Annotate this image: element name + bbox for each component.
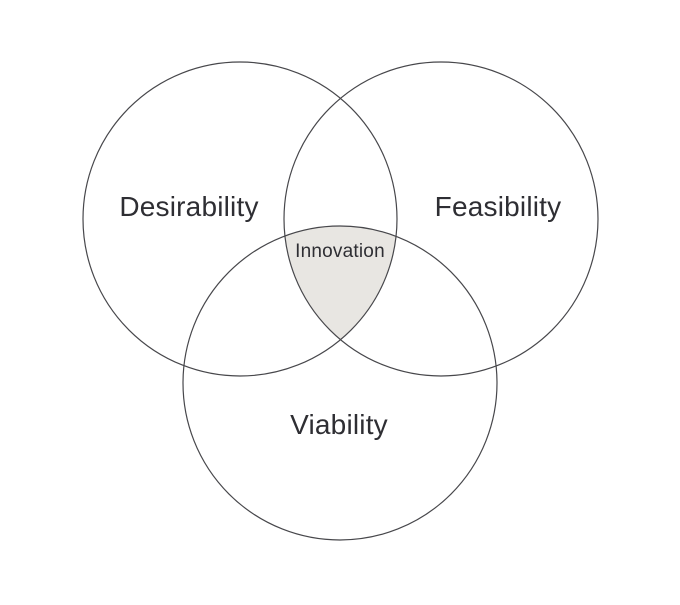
- feasibility-label: Feasibility: [435, 191, 562, 222]
- viability-circle: [182, 225, 498, 541]
- innovation-label: Innovation: [295, 241, 385, 262]
- desirability-circle: [82, 61, 398, 377]
- viability-label: Viability: [290, 409, 388, 440]
- innovation-intersection-region: [284, 225, 396, 340]
- feasibility-circle: [283, 61, 599, 377]
- desirability-label: Desirability: [119, 191, 258, 222]
